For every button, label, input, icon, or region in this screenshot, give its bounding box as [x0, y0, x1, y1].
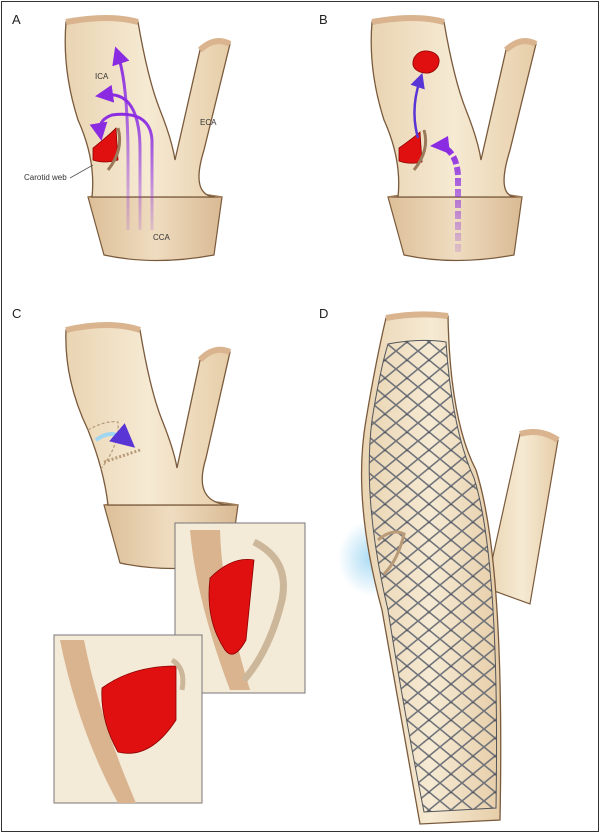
embolus-b [412, 50, 440, 74]
cca-segment-a [87, 196, 223, 262]
panel-letter-b: B [319, 12, 328, 27]
inset-upper-web [241, 538, 287, 683]
panel-letter-d: D [319, 306, 329, 321]
inset-lower-web [170, 657, 186, 691]
carotid-web-b [412, 129, 428, 171]
panel-b-illustration [370, 15, 538, 262]
embolus-arrow-b [410, 72, 425, 139]
stent-d [368, 339, 498, 813]
inset-lower-thrombus [101, 665, 177, 754]
panel-letter-c: C [12, 306, 22, 321]
flow-arrow-a-3 [89, 112, 154, 230]
eca-branch-d [485, 431, 559, 605]
label-ica: ICA [95, 72, 109, 81]
carotid-web-d [377, 530, 406, 576]
panel-c-illustration [53, 322, 306, 804]
label-cca: CCA [153, 233, 170, 242]
panel-a-illustration [64, 15, 232, 262]
thrombus-b [398, 131, 423, 164]
panel-d-illustration [338, 311, 560, 825]
label-eca: ECA [200, 118, 217, 127]
rotation-arrow-c [94, 423, 136, 448]
carotid-web-leader [69, 164, 94, 179]
inset-lower-wall [60, 640, 136, 803]
carotid-web-outline-c [87, 421, 119, 471]
panel-letter-a: A [12, 12, 21, 27]
carotid-web-a [106, 127, 122, 171]
inset-upper-thrombus [208, 559, 255, 655]
flow-arrow-a-2 [95, 84, 142, 230]
label-carotid-web: Carotid web [24, 173, 67, 182]
